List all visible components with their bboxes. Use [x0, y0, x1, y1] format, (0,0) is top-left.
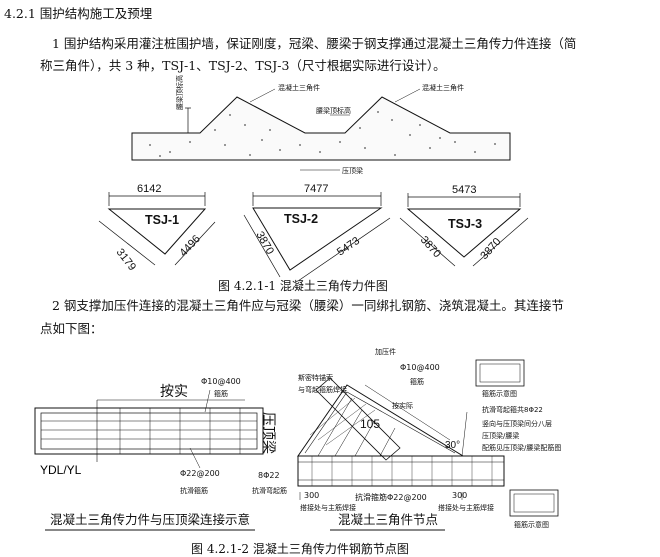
phi10-label-left: Φ10@400 — [201, 377, 241, 386]
phi22-label-right: 抗滑箍筋Φ22@200 — [355, 492, 427, 502]
config-label: 配筋见压顶梁/腰梁配筋图 — [482, 443, 561, 452]
stirrup-detail-bottom: 箍筋示意图 — [514, 520, 549, 529]
section-heading: 4.2.1 围护结构施工及预埋 — [4, 6, 153, 21]
triangle-label-2: 混凝土三角件 — [422, 83, 464, 92]
stirrup-detail-top: 箍筋示意图 — [482, 389, 517, 398]
dim-105-label: 105 — [360, 417, 380, 431]
ydl-label: YDL/YL — [40, 463, 82, 477]
wall-profile — [131, 88, 511, 171]
phi22-label-left: Φ22@200 — [180, 469, 220, 478]
paragraph-1-line-2: 称三角件），共 3 种，TSJ-1、TSJ-2、TSJ-3（尺寸根据实际进行设计… — [40, 58, 446, 73]
dim-300-left: 300 — [304, 491, 319, 500]
middle-elevation-label: 腰梁顶标高 — [316, 106, 351, 115]
anti-slide-label-left: 抗滑箍筋 — [180, 486, 208, 495]
tsj-3-left-dim: 3870 — [418, 234, 443, 260]
stirrup-label-left: 箍筋 — [214, 389, 228, 398]
right-drawing-title: 混凝土三角件节点 — [338, 512, 438, 527]
pressure-beam-vertical: 压顶梁 — [260, 412, 276, 454]
tsj-2-top-dim: 7477 — [304, 183, 328, 195]
anchor-weld-left: 搭接处与主筋焊接 — [300, 503, 356, 512]
scale-label: 按实际 — [392, 401, 413, 410]
tsj-1-top-dim: 6142 — [137, 183, 161, 195]
figure-2-caption: 图 4.2.1-2 混凝土三角传力件钢筋节点图 — [191, 542, 409, 556]
anchor-weld-right: 搭接处与主筋焊接 — [438, 503, 494, 512]
8phi22-label: 8Φ22 — [258, 471, 280, 480]
paragraph-2-line-1: 2 钢支撑加压件连接的混凝土三角件应与冠梁（腰梁）一同绑扎钢筋、浇筑混凝土。其连… — [52, 298, 564, 313]
tsj-2-right-dim: 5473 — [335, 235, 362, 259]
angle-30-label: 30° — [445, 440, 460, 451]
anti-bent-label-left: 抗滑弯起筋 — [252, 486, 287, 495]
tsj-1-right-dim: 4496 — [177, 233, 202, 259]
left-drawing-title: 混凝土三角传力件与压顶梁连接示意 — [50, 512, 250, 527]
triangle-node-drawing — [297, 359, 559, 517]
dim-300-right: 300 — [452, 491, 467, 500]
tsj-1-name: TSJ-1 — [145, 213, 179, 227]
paragraph-2-line-2: 点如下图： — [40, 321, 103, 336]
tsj-1-left-dim: 3179 — [114, 246, 139, 273]
tsj-2-left-dim: 3870 — [253, 230, 276, 257]
anti-bent-label-right: 抗滑弯起箍共8Φ22 — [482, 405, 543, 414]
top-beam-label: 压顶梁/腰梁 — [482, 431, 519, 440]
weld-note-label: 与弯起箍筋焊接 — [298, 385, 347, 394]
triangle-label-1: 混凝土三角件 — [278, 83, 320, 92]
vertical-layers-label: 竖向与压顶梁间分八层 — [482, 419, 552, 428]
paragraph-1-line-1: 1 围护结构采用灌注桩围护墙，保证刚度，冠梁、腰梁于钢支撑通过混凝土三角传力件连… — [52, 36, 577, 51]
pressure-beam-label: 压顶梁 — [342, 166, 363, 175]
left-elevation-label: 腰梁顶标高 — [175, 75, 184, 110]
tsj-1-triangle — [98, 192, 216, 266]
beam-connection-drawing — [34, 389, 264, 469]
tsj-3-right-dim: 3870 — [478, 236, 503, 262]
anxi-label: 按实 — [160, 384, 188, 400]
stirrup-label-right: 箍筋 — [410, 377, 424, 386]
figure-1-caption: 图 4.2.1-1 混凝土三角传力件图 — [218, 279, 388, 293]
tsj-3-triangle — [399, 193, 529, 267]
tsj-3-name: TSJ-3 — [448, 217, 482, 231]
anchor-note-label: 斯密特锚索 — [298, 373, 333, 382]
tsj-3-top-dim: 5473 — [452, 184, 476, 196]
tsj-2-triangle — [243, 192, 391, 282]
phi10-label-right: Φ10@400 — [400, 363, 440, 372]
tsj-2-name: TSJ-2 — [284, 212, 318, 226]
press-part-label: 加压件 — [375, 347, 396, 356]
